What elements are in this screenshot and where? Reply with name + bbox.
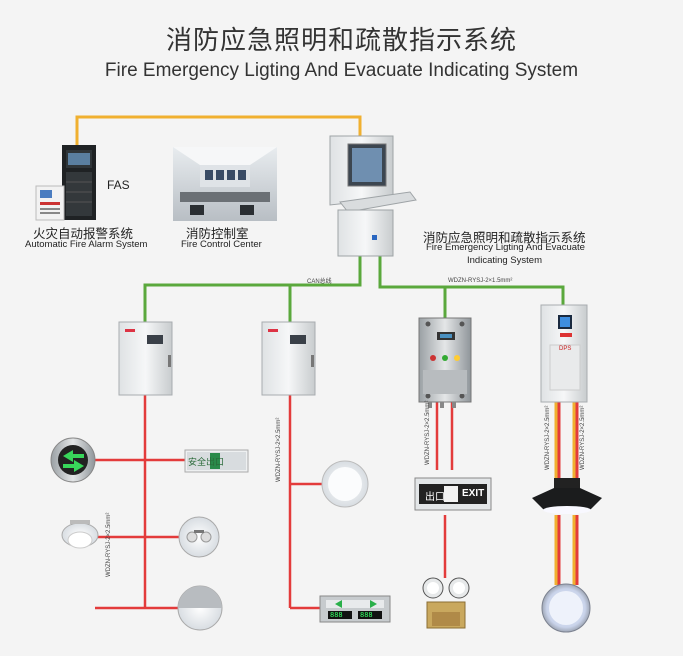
ceiling-round-lamp xyxy=(321,460,369,508)
control-center-label-en: Fire Control Center xyxy=(181,239,262,250)
safety-exit-sign xyxy=(184,449,249,473)
fas-panel xyxy=(35,185,65,221)
wire-eps-yellow-red xyxy=(554,400,579,585)
exit-sign-box xyxy=(414,477,492,511)
exit-sign-text-en: EXIT xyxy=(462,488,485,499)
safe-exit-sign-text: 安全出口 xyxy=(188,458,225,468)
cable-label-eps-feed: WDZN-RYSJ-2×1.5mm² xyxy=(448,278,513,284)
emergency-ceiling-lamp xyxy=(178,516,220,558)
cable-label-eps-left: WDZN-RYSJ-2×2.5mm² xyxy=(545,405,551,470)
host-console xyxy=(329,135,417,257)
fas-tag: FAS xyxy=(107,178,130,192)
wall-lamp-half-shade xyxy=(177,585,223,631)
cable-label-mid: WDZN-RYSJ-2×2.5mm² xyxy=(276,417,282,482)
can-bus-label: CAN总线 xyxy=(307,279,332,285)
title-english: Fire Emergency Ligting And Evacuate Indi… xyxy=(104,60,579,81)
system-label-cn: 消防应急照明和疏散指示系统 xyxy=(423,230,586,245)
eps-dps-label: DPS xyxy=(559,346,572,352)
cable-label-explosion: WDZN-RYSJ-2×2.5mm² xyxy=(425,400,431,465)
eps-cabinet xyxy=(540,304,588,403)
cable-label-eps-right: WDZN-RYSJ-2×2.5mm² xyxy=(580,405,586,470)
exit-sign-text-cn: 出口 xyxy=(425,492,445,503)
fas-rack xyxy=(62,145,96,220)
wire-yellow-fas-to-host xyxy=(75,115,362,145)
arrow-display-digits-right: 888 xyxy=(360,611,373,619)
system-label-en-line1: Fire Emergency Ligting And Evacuate xyxy=(426,242,585,253)
control-center-label-cn: 消防控制室 xyxy=(186,226,249,241)
round-panel-lamp xyxy=(541,583,591,633)
wire-can-bus xyxy=(143,250,565,322)
wire-red-left-cabinet xyxy=(95,395,195,610)
wire-red-mid-cabinet xyxy=(288,395,325,610)
title-chinese: 消防应急照明和疏散指示系统 xyxy=(165,26,517,56)
fas-label-cn: 火灾自动报警系统 xyxy=(33,226,134,241)
control-room-photo xyxy=(173,147,277,221)
wire-red-explosion-box xyxy=(435,402,454,578)
floor-indicator-lamp xyxy=(50,437,96,483)
system-label-en-line2: Indicating System xyxy=(467,255,542,266)
high-bay-lamp xyxy=(532,478,602,514)
arrow-display-sign xyxy=(319,595,391,623)
explosion-proof-box xyxy=(418,317,472,408)
downlight xyxy=(61,520,99,549)
twin-head-emergency-lamp xyxy=(422,577,470,629)
fas-label-en: Automatic Fire Alarm System xyxy=(25,239,148,250)
distribution-cabinet-left xyxy=(118,321,173,396)
distribution-cabinet-mid xyxy=(261,321,316,396)
cable-label-left: WDZN-RYSJ-2×2.5mm² xyxy=(106,512,112,577)
arrow-display-digits-left: 888 xyxy=(330,611,343,619)
